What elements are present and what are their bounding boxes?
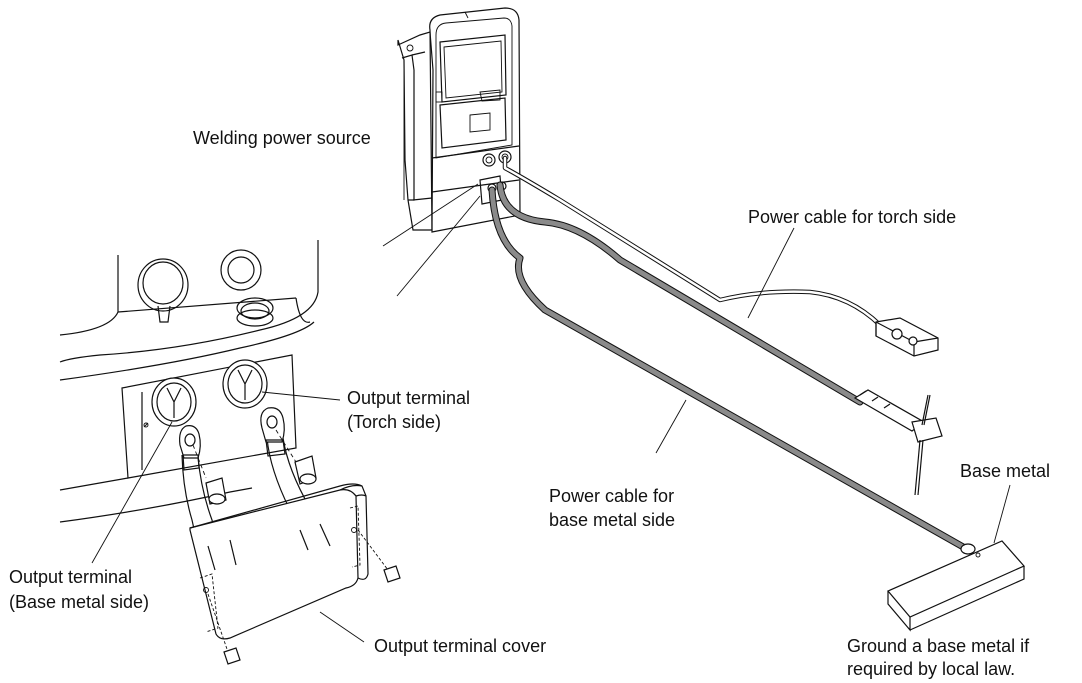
base-metal-block xyxy=(887,540,1025,632)
label-output-terminal-cover: Output terminal cover xyxy=(374,636,547,656)
leader-lines xyxy=(91,227,1011,643)
label-ground-note-line2: required by local law. xyxy=(847,659,1016,679)
torch-side-light-cable xyxy=(502,155,883,328)
label-output-terminal-base-line1: Output terminal xyxy=(9,567,133,587)
label-power-cable-torch-side: Power cable for torch side xyxy=(748,207,957,227)
label-power-cable-base-line1: Power cable for xyxy=(549,486,675,506)
label-power-cable-base-line2: base metal side xyxy=(549,510,676,530)
electrode-holder xyxy=(853,389,943,496)
label-output-terminal-torch-line2: (Torch side) xyxy=(347,412,442,432)
inset-detail-drawing xyxy=(59,240,331,557)
label-output-terminal-base-line2: (Base metal side) xyxy=(9,592,150,612)
base-metal-side-power-cable xyxy=(488,186,969,552)
welding-power-source-drawing xyxy=(382,7,521,297)
torch-side-power-cable xyxy=(496,181,864,406)
output-terminal-cover xyxy=(189,483,401,665)
label-output-terminal-torch-line1: Output terminal xyxy=(347,388,471,408)
label-welding-power-source: Welding power source xyxy=(193,128,371,148)
label-ground-note-line1: Ground a base metal if xyxy=(847,636,1030,656)
torch-connector-block xyxy=(875,317,939,357)
label-base-metal: Base metal xyxy=(960,461,1051,481)
